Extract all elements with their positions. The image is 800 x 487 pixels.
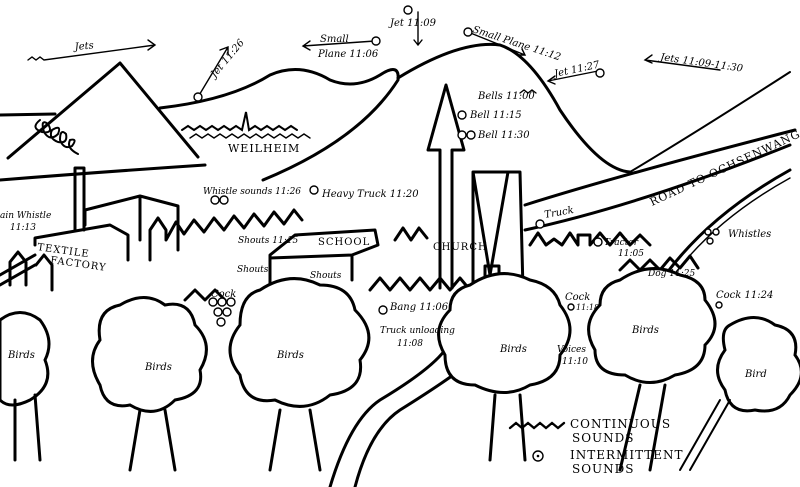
lake-shore: [0, 163, 207, 182]
label-shouts-2: Shouts: [310, 271, 342, 281]
right-skyline: [528, 231, 652, 247]
tree-label-5: Birds: [631, 325, 659, 336]
left-mountain: [6, 61, 200, 160]
church-steeple: [426, 83, 466, 290]
tree-label-3: Birds: [276, 350, 304, 361]
lower-skyline: [368, 276, 472, 292]
label-church: CHURCH: [433, 242, 488, 253]
houses-left: [8, 250, 54, 292]
tree-1: [0, 311, 51, 462]
label-heavy-truck: Heavy Truck 11:20: [321, 189, 419, 200]
tree-5: [587, 267, 717, 472]
tree-label-2: Birds: [144, 362, 172, 373]
smoke-spiral-icon: [34, 119, 79, 155]
label-small-plane-a: Small: [320, 34, 349, 45]
label-cock-1118-a: Cock: [565, 292, 590, 303]
continuous-sound-icon: [508, 421, 566, 430]
sky-arrows: [27, 11, 721, 98]
tree-6: [679, 316, 800, 471]
far-ridge: [629, 71, 791, 173]
label-train-whistle-b: 11:13: [10, 223, 36, 233]
label-truck-unloading-b: 11:08: [397, 339, 423, 349]
label-cock-1: Cock: [211, 289, 236, 300]
tree-label-4: Birds: [499, 344, 527, 355]
weilheim-skyline: [181, 111, 298, 132]
legend-continuous-a: CONTINUOUS: [570, 417, 671, 431]
road-lower-edge: [523, 143, 792, 232]
winding-path: [328, 348, 447, 487]
legend-continuous-b: SOUNDS: [572, 431, 635, 445]
factory-building: [33, 223, 130, 262]
label-whistles: Whistles: [728, 229, 771, 240]
lower-skyline-2: [183, 288, 227, 302]
legend-intermittent-a: INTERMITTENT: [570, 448, 684, 462]
legend-intermittent-b: SOUNDS: [572, 462, 635, 476]
tree-label-6: Bird: [744, 369, 767, 380]
horizon-line: [0, 112, 57, 117]
weilheim-skyline-2: [189, 133, 311, 139]
label-voices-b: 11:10: [562, 357, 588, 367]
factory-building-2: [83, 194, 180, 252]
label-truck-unloading-a: Truck unloading: [380, 326, 455, 336]
label-weilheim: WEILHEIM: [228, 142, 300, 155]
legend: CONTINUOUS SOUNDS INTERMITTENT SOUNDS: [508, 417, 684, 476]
weilheim-hill: [158, 68, 400, 182]
tree-2: [91, 296, 208, 472]
label-school: SCHOOL: [318, 237, 370, 248]
label-cock-1118-b: 11:18: [576, 303, 599, 312]
label-truck: Truck: [544, 205, 575, 221]
rail-track: [0, 253, 37, 287]
label-jet-1109: Jet 11:09: [388, 18, 437, 29]
label-tractor-b: 11:05: [618, 249, 644, 259]
road-upper-edge: [523, 128, 797, 207]
chimney: [73, 166, 86, 232]
label-whistle-sounds: Whistle sounds 11:26: [203, 187, 301, 197]
label-shouts-1: Shouts: [237, 265, 269, 275]
tree-4: [437, 272, 572, 462]
label-bang: Bang 11:06: [389, 302, 449, 313]
label-jets-range: Jets 11:09-11:30: [658, 52, 745, 75]
label-bell-1130: Bell 11:30: [477, 130, 530, 141]
town-skyline-2: [393, 226, 429, 242]
label-dog: Dog 11:25: [647, 269, 695, 279]
label-road: ROAD TO OCHSENWANG: [648, 127, 800, 208]
big-hill: [396, 42, 632, 174]
winding-path-edge: [353, 368, 462, 487]
label-train-whistle-a: ain Whistle: [0, 211, 51, 221]
tree-3: [228, 277, 371, 472]
intermittent-sound-markers: [193, 5, 723, 327]
label-shouts-1115: Shouts 11:15: [238, 236, 298, 246]
label-tractor-a: Tractor: [604, 238, 639, 248]
label-voices-a: Voices: [557, 345, 586, 355]
label-jet-1126: Jet 11:26: [208, 37, 248, 81]
town-skyline: [148, 208, 304, 262]
label-jets: Jets: [72, 40, 94, 53]
label-cock-1124: Cock 11:24: [716, 290, 773, 301]
label-small-plane-b: Plane 11:06: [317, 49, 379, 60]
tree-label-1: Birds: [7, 350, 35, 361]
label-bells-1100: Bells 11:00: [477, 91, 535, 102]
label-bell-1115: Bell 11:15: [469, 110, 522, 121]
